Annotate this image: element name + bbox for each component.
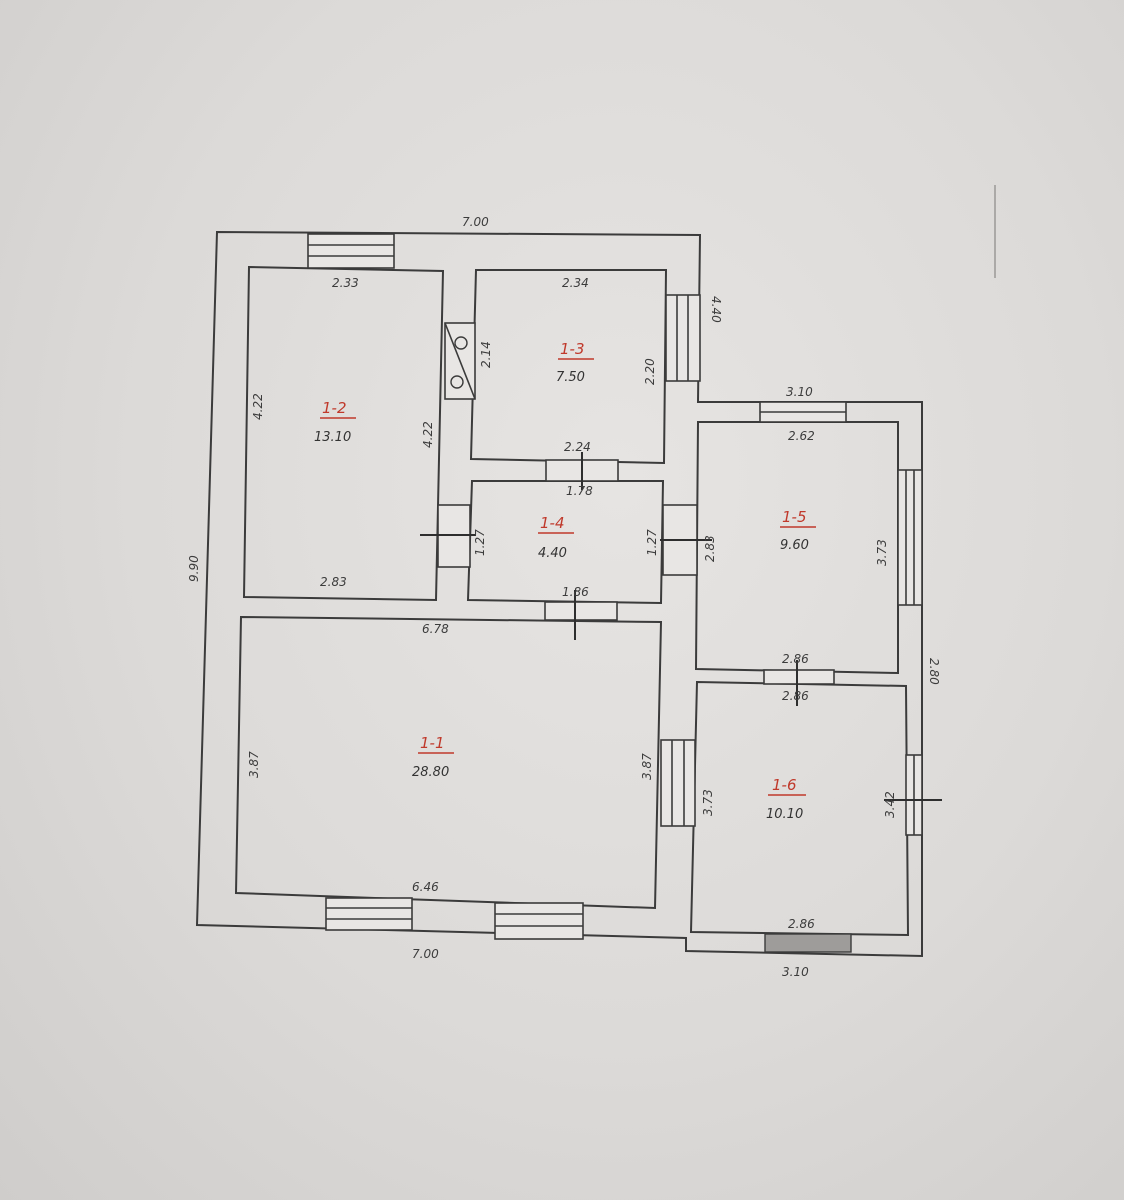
room-area-1-3: 7.50: [556, 370, 585, 385]
dim-r6-bottom: 2.86: [788, 917, 815, 931]
window-bottom-right: [764, 933, 852, 953]
room-id-1-1: 1-1: [420, 734, 445, 752]
room-outline-1-2: [242, 265, 445, 602]
doorway-1-1-to-1-6: [660, 739, 696, 827]
dim-r1-bottom: 6.46: [412, 880, 439, 894]
doorway-1-4-to-1-5: [660, 504, 712, 576]
dim-r5-top: 2.62: [788, 429, 815, 443]
dim-r1-top: 6.78: [422, 622, 449, 636]
dim-r4-right: 1.27: [645, 529, 659, 556]
dim-r6-right: 3.42: [883, 791, 897, 818]
room-id-1-3: 1-3: [560, 340, 585, 358]
dim-r3-top: 2.34: [562, 276, 589, 290]
dim-r1-left: 3.87: [247, 751, 261, 778]
window-upper-right: [665, 294, 701, 382]
dim-right-top-step: 3.10: [786, 385, 813, 399]
doorway-1-4-to-1-1: [544, 590, 618, 640]
stove: [444, 322, 476, 400]
dim-r2-bottom: 2.83: [320, 575, 347, 589]
room-area-1-2: 13.10: [314, 430, 351, 445]
doorway-1-5-to-1-6: [763, 660, 835, 706]
dim-r4-bottom: 1.86: [562, 585, 589, 599]
room-outline-1-1: [234, 615, 663, 910]
doorway-1-2-to-corridor: [420, 504, 476, 568]
dim-r6-top: 2.86: [782, 689, 809, 703]
doorway-1-3-to-1-4: [545, 452, 619, 490]
dim-right-bottom: 3.10: [782, 965, 809, 979]
dim-r5-right: 3.73: [875, 539, 889, 566]
dim-r5-bottom: 2.86: [782, 652, 809, 666]
window-top-left: [307, 233, 395, 269]
dim-outer-bottom: 7.00: [412, 947, 439, 961]
room-area-1-5: 9.60: [780, 538, 809, 553]
dim-r2-right: 4.22: [421, 421, 435, 448]
dim-r3-left: 2.14: [479, 341, 493, 368]
dim-r4-top-in: 1.78: [566, 484, 593, 498]
room-id-1-2: 1-2: [322, 399, 347, 417]
dim-right-upper: 4.40: [709, 296, 723, 323]
dim-r6-left: 3.73: [701, 789, 715, 816]
dim-r2-top: 2.33: [332, 276, 359, 290]
window-room-1-6-right: [905, 754, 923, 836]
dim-r1-right: 3.87: [640, 753, 654, 780]
dim-outer-left: 9.90: [187, 555, 201, 582]
window-room-1-5-top: [759, 401, 847, 423]
dim-outer-top: 7.00: [462, 215, 489, 229]
room-outline-1-6: [689, 680, 910, 937]
room-id-1-6: 1-6: [772, 776, 797, 794]
dim-r2-left: 4.22: [251, 393, 265, 420]
dim-right-lower: 2.80: [927, 658, 941, 685]
dim-r4-top: 2.24: [564, 440, 591, 454]
room-id-1-4: 1-4: [540, 514, 565, 532]
room-outline-1-3: [469, 269, 668, 465]
window-room-1-5-right: [897, 469, 923, 606]
room-area-1-6: 10.10: [766, 807, 803, 822]
room-area-1-4: 4.40: [538, 546, 567, 561]
dim-r3-right: 2.20: [643, 358, 657, 385]
window-bottom-middle: [494, 902, 584, 940]
dim-r5-left: 2.83: [703, 535, 717, 562]
room-area-1-1: 28.80: [412, 765, 449, 780]
room-id-1-5: 1-5: [782, 508, 807, 526]
dim-r4-left: 1.27: [473, 529, 487, 556]
window-bottom-left: [325, 897, 413, 931]
